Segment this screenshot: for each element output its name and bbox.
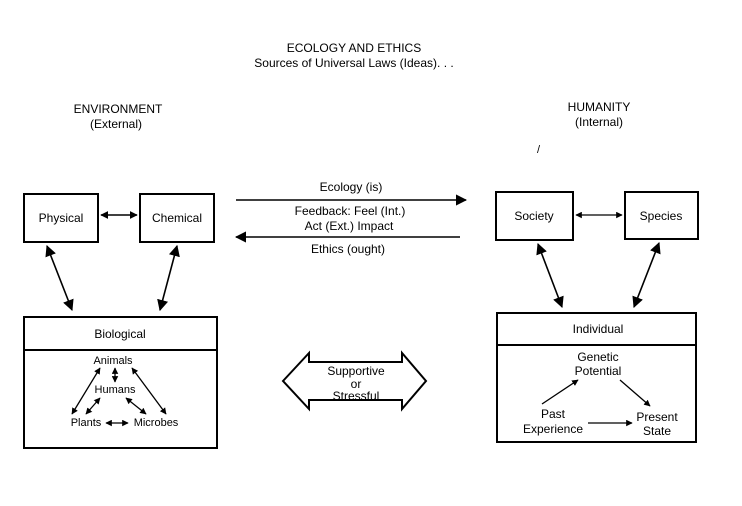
humans-plants-arrow [85, 397, 101, 415]
genetic-potential-line2: Potential [575, 364, 622, 378]
ethics-label: Ethics (ought) [311, 242, 385, 256]
environment-heading: ENVIRONMENT [74, 102, 163, 116]
society-box [495, 191, 574, 241]
feedback-label: Feedback: Feel (Int.) [295, 204, 406, 218]
animals-label: Animals [93, 355, 133, 367]
species-individual-arrow [632, 241, 661, 309]
past-experience-line2: Experience [523, 422, 583, 436]
present-state-line1: Present [636, 410, 678, 424]
environment-subheading: (External) [90, 117, 142, 131]
species-label: Species [640, 209, 683, 223]
plants-label: Plants [71, 417, 102, 429]
individual-box [496, 312, 697, 443]
society-label: Society [514, 209, 553, 223]
chemical-box [139, 193, 215, 243]
ecology-label: Ecology (is) [320, 180, 383, 194]
humanity-heading: HUMANITY [568, 100, 631, 114]
present-state-line2: State [643, 424, 671, 438]
physical-box [23, 193, 99, 243]
past-to-genetic-arrow [541, 379, 579, 405]
physical-label: Physical [39, 211, 84, 225]
past-experience-line1: Past [541, 407, 566, 421]
animals-microbes-arrow [131, 367, 167, 415]
act-label: Act (Ext.) Impact [305, 219, 394, 233]
supportive-stressful-double-arrow [281, 350, 428, 412]
humanity-subheading: (Internal) [575, 115, 623, 129]
microbes-label: Microbes [134, 417, 179, 429]
humans-microbes-arrow [125, 397, 147, 415]
chemical-label: Chemical [152, 211, 202, 225]
physical-biological-arrow [45, 244, 74, 312]
individual-title: Individual [573, 322, 624, 336]
stray-mark: / [537, 144, 541, 156]
or-label: or [351, 377, 362, 391]
species-box [624, 191, 699, 240]
stressful-label: Stressful [333, 389, 380, 403]
society-individual-arrow [536, 242, 564, 309]
supportive-label: Supportive [327, 364, 385, 378]
diagram-title: ECOLOGY AND ETHICS [287, 41, 421, 55]
genetic-to-present-arrow [619, 379, 651, 407]
humans-label: Humans [95, 384, 136, 396]
genetic-potential-line1: Genetic [577, 350, 618, 364]
animals-plants-arrow [71, 367, 101, 415]
diagram-subtitle: Sources of Universal Laws (Ideas). . . [254, 56, 453, 70]
biological-title: Biological [94, 327, 145, 341]
chemical-biological-arrow [157, 244, 180, 312]
